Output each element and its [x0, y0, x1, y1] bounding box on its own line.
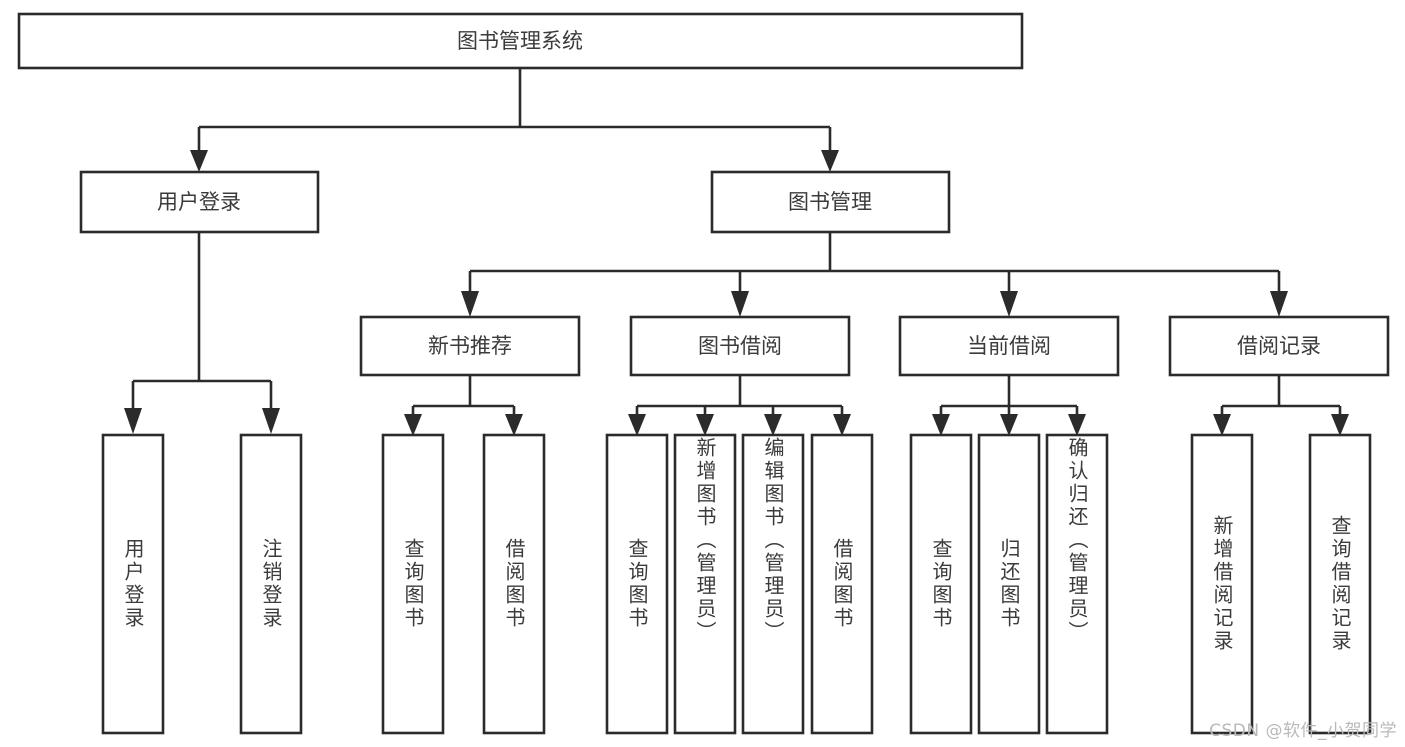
node-new-book-rec-box[interactable] [359, 315, 581, 377]
arrow-head-icon [461, 291, 479, 317]
node-book-manage-box[interactable] [710, 170, 951, 234]
leaf-query-book-2-box[interactable] [605, 433, 669, 735]
arrow-head-icon [821, 150, 839, 172]
arrow-head-icon [1000, 291, 1018, 317]
arrow-head-icon [1331, 414, 1349, 436]
leaf-add-record-box[interactable] [1190, 433, 1254, 735]
arrow-head-icon [833, 414, 851, 436]
arrow-head-icon [696, 414, 714, 436]
csdn-watermark: CSDN @软件_小贺同学 [1209, 721, 1397, 741]
leaf-confirm-return-box[interactable] [1045, 433, 1109, 735]
arrow-head-icon [1068, 414, 1086, 436]
node-new-book-rec-label: 新书推荐 [428, 334, 512, 358]
node-root-box[interactable] [17, 12, 1024, 70]
node-book-borrow-label: 图书借阅 [698, 334, 782, 358]
leaf-borrow-book-1-box[interactable] [482, 433, 546, 735]
leaf-add-book-box[interactable] [673, 433, 737, 735]
arrow-head-icon [1213, 414, 1231, 436]
arrow-head-icon [932, 414, 950, 436]
arrow-head-icon [505, 414, 523, 436]
leaf-query-record-box[interactable] [1308, 433, 1372, 735]
arrow-head-icon [1000, 414, 1018, 436]
arrowhead-layer [124, 150, 1349, 436]
arrow-head-icon [764, 414, 782, 436]
arrow-head-icon [628, 414, 646, 436]
node-user-login-box[interactable] [79, 170, 320, 234]
node-layer: 图书管理系统 用户登录 图书管理 新书推荐 图书借阅 当前借阅 借阅记录 [17, 12, 1390, 735]
arrow-head-icon [124, 408, 142, 434]
arrow-head-icon [262, 408, 280, 434]
arrow-head-icon [1270, 291, 1288, 317]
arrow-head-icon [731, 291, 749, 317]
arrow-head-icon [404, 414, 422, 436]
leaf-user-login-box[interactable] [101, 433, 165, 735]
leaf-query-book-1-box[interactable] [381, 433, 445, 735]
leaf-borrow-book-2-box[interactable] [810, 433, 874, 735]
node-current-borrow-label: 当前借阅 [967, 334, 1051, 358]
connector-layer [131, 68, 1342, 414]
node-user-login-label: 用户登录 [157, 190, 241, 214]
leaf-edit-book-box[interactable] [741, 433, 805, 735]
arrow-head-icon [190, 150, 208, 172]
node-borrow-record-label: 借阅记录 [1237, 334, 1321, 358]
node-book-borrow-box[interactable] [629, 315, 851, 377]
node-current-borrow-box[interactable] [898, 315, 1120, 377]
node-book-manage-label: 图书管理 [788, 190, 872, 214]
leaf-return-book-box[interactable] [977, 433, 1041, 735]
leaf-query-book-3-box[interactable] [909, 433, 973, 735]
node-root-label: 图书管理系统 [457, 29, 583, 53]
leaf-logout-login-box[interactable] [239, 433, 303, 735]
node-borrow-record-box[interactable] [1168, 315, 1390, 377]
